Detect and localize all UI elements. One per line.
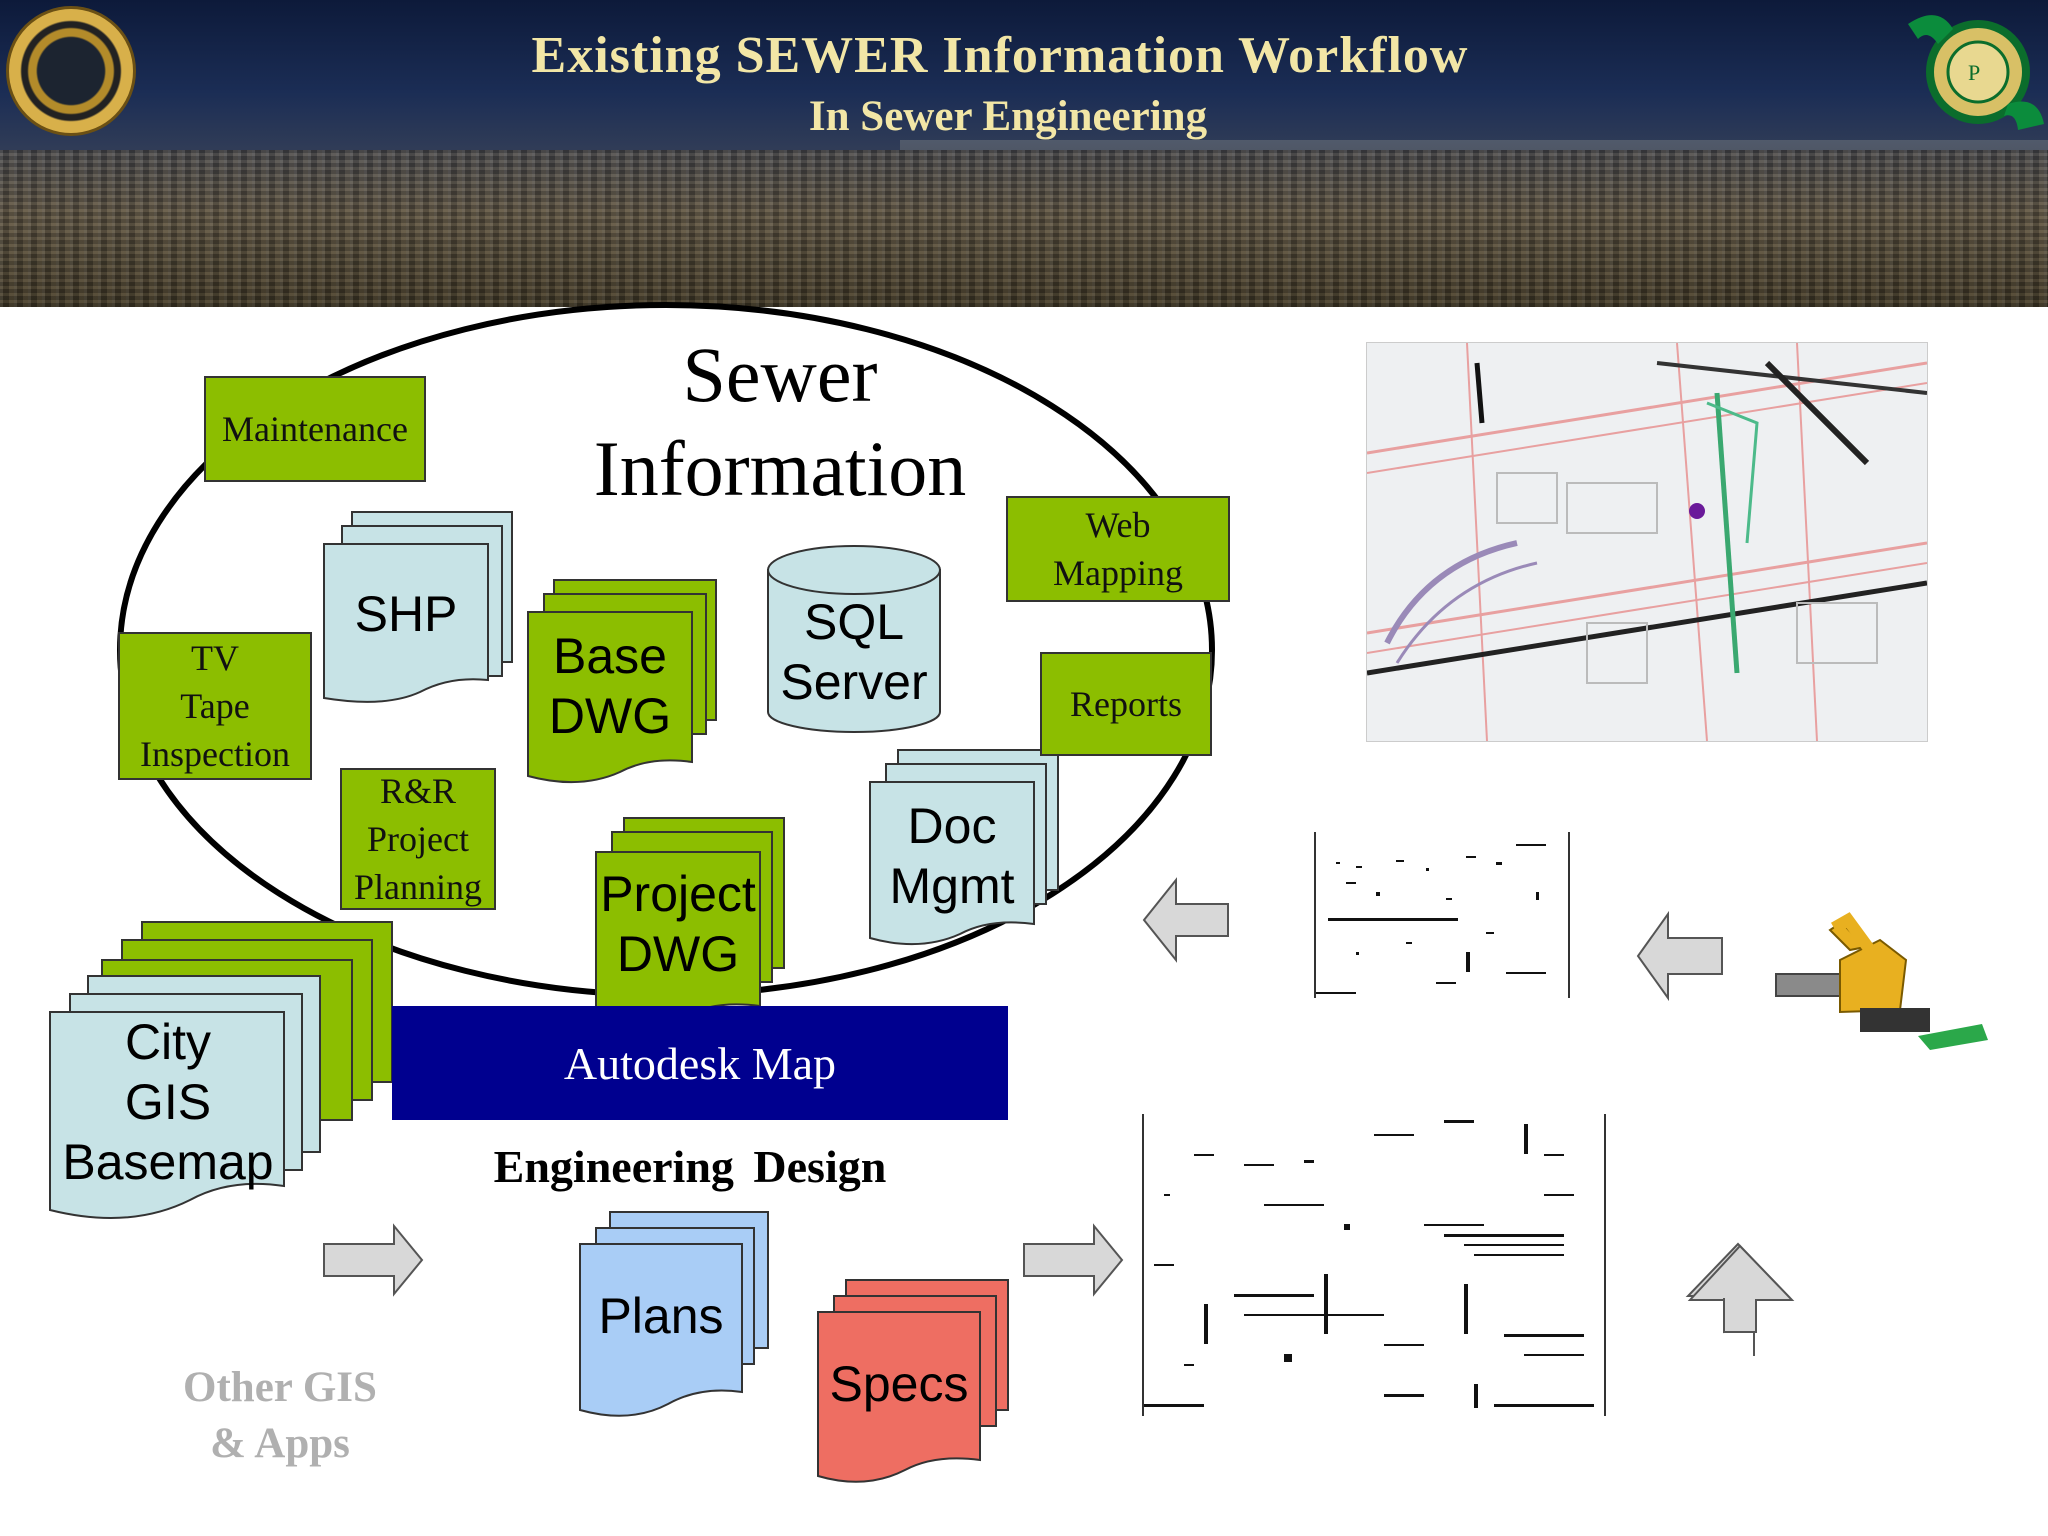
doc-mgmt-document-stack: [869, 749, 1059, 946]
project-dwg-line2: DWG: [616, 926, 740, 982]
arrow-right-icon: [1023, 1223, 1124, 1297]
maintenance-box: Maintenance: [204, 376, 426, 482]
maintenance-label: Maintenance: [222, 409, 408, 449]
tv-label-2: Tape: [180, 686, 250, 726]
web-mapping-box: Web Mapping: [1006, 496, 1230, 602]
tv-label-1: TV: [191, 638, 239, 678]
other-gis-line1: Other GIS: [183, 1364, 377, 1411]
city-skyline-photo: [0, 150, 2048, 307]
rr-project-planning-box: R&R Project Planning: [340, 768, 496, 910]
city-seal-icon: [6, 6, 136, 136]
drawing-thumbnail-small: [1314, 832, 1570, 998]
sql-server-line2: Server: [780, 654, 928, 710]
reports-box: Reports: [1040, 652, 1212, 756]
shp-label: SHP: [354, 586, 458, 642]
city-gis-basemap-stack: [49, 921, 393, 1219]
sql-server-label: SQL Server: [768, 592, 940, 712]
engineering-design-heading: Engineering Design: [493, 1141, 887, 1192]
doc-mgmt-line2: Mgmt: [889, 858, 1015, 914]
sewer-information-title: Sewer Information: [560, 328, 1000, 516]
base-dwg-label: Base DWG: [528, 626, 692, 746]
project-dwg-label: Project DWG: [590, 864, 766, 984]
sql-server-cylinder: [767, 545, 941, 733]
tv-label-3: Inspection: [140, 734, 290, 774]
autodesk-map-label: Autodesk Map: [563, 1037, 837, 1089]
rr-label-2: Project: [367, 819, 469, 859]
base-dwg-document-stack: [527, 579, 717, 784]
project-dwg-line1: Project: [600, 866, 756, 922]
base-dwg-line1: Base: [553, 628, 667, 684]
rr-label-3: Planning: [353, 867, 482, 907]
doc-mgmt-label: Doc Mgmt: [870, 796, 1034, 916]
other-gis-apps-label: Other GIS & Apps: [150, 1360, 410, 1472]
city-gis-basemap-label: City GIS Basemap: [50, 1012, 286, 1192]
reports-label: Reports: [1070, 684, 1182, 724]
sewer-information-line2: Information: [593, 425, 967, 512]
arrow-left-icon: [1636, 910, 1723, 1002]
specs-label: Specs: [829, 1356, 969, 1412]
web-mapping-label-1: Web: [1085, 505, 1151, 545]
svg-text:P: P: [1968, 60, 1980, 85]
dpw-logo-icon: P: [1908, 15, 2044, 130]
specs-document-stack: [817, 1279, 1009, 1483]
shp-document-stack: [323, 511, 513, 703]
city-gis-line3: Basemap: [62, 1134, 274, 1190]
project-dwg-document-stack: [595, 817, 785, 1028]
tv-tape-inspection-box: TV Tape Inspection: [118, 632, 312, 780]
page-title: Existing SEWER Information Workflow: [531, 27, 1469, 84]
autodesk-map-bar: Autodesk Map: [392, 1006, 1008, 1120]
sewer-information-line1: Sewer: [682, 331, 878, 418]
sql-server-line1: SQL: [803, 594, 905, 650]
doc-mgmt-line1: Doc: [907, 798, 997, 854]
arrow-right-icon: [323, 1223, 424, 1297]
other-gis-line2: & Apps: [210, 1420, 350, 1467]
city-gis-line2: GIS: [124, 1074, 212, 1130]
page-subtitle: In Sewer Engineering: [808, 93, 1208, 140]
header-banner: P Existing SEWER Information Workflow In…: [0, 0, 2048, 307]
arrow-left-icon: [1142, 877, 1229, 963]
plans-label: Plans: [598, 1288, 724, 1344]
city-gis-line1: City: [124, 1014, 212, 1070]
web-mapping-label-2: Mapping: [1053, 553, 1183, 593]
rr-label-1: R&R: [379, 771, 457, 811]
drawing-thumbnail-large: [1142, 1114, 1606, 1416]
sewer-map-image: [1366, 342, 1928, 742]
excavator-icon: [1775, 912, 1988, 1050]
plans-document-stack: [579, 1211, 769, 1417]
arrow-bend-up-icon: [1687, 1244, 1795, 1333]
base-dwg-line2: DWG: [548, 688, 672, 744]
